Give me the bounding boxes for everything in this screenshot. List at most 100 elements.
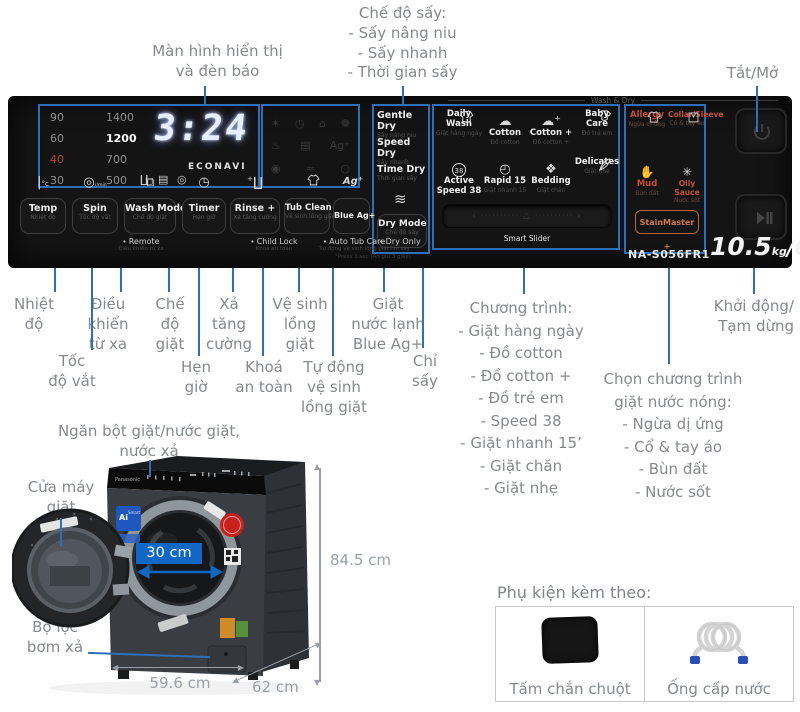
connector-line <box>198 268 200 356</box>
program-cotton-plus[interactable]: ☁⁺ Cotton +Đồ cotton + <box>529 114 573 146</box>
annotation-rinse: Xả tăng cường <box>206 295 252 353</box>
annotation-power: Tắt/Mở <box>726 64 779 82</box>
annotation-display: Màn hình hiển thị và đèn báo <box>152 42 283 80</box>
connector-line <box>262 268 264 356</box>
feather-icon <box>599 158 611 171</box>
rinse-plus-button[interactable]: Rinse +Xả tăng cường <box>230 198 280 234</box>
accessories-table: Tấm chắn chuột Ống cấp nước <box>495 606 794 702</box>
program-active-speed-38[interactable]: 38 Active Speed 38 <box>436 158 482 197</box>
blue-ag-button[interactable]: Blue Ag+ <box>333 198 375 234</box>
shirt-icon: ▤ <box>300 139 311 153</box>
accessory-label: Ống cấp nước <box>667 680 771 698</box>
clock-icon: ◷ <box>198 175 210 190</box>
model-number: NA-S056FR1 <box>628 248 710 261</box>
rinse-plus-icon: +∐ <box>247 175 263 191</box>
connector-line <box>523 268 525 294</box>
annotation-start-pause: Khởi động/ Tạm dừng <box>713 297 794 335</box>
tshirt-icon <box>459 110 474 123</box>
annotation-hot-wash: Chọn chương trình giặt nước nóng: - Ngừa… <box>603 370 743 501</box>
collar-icon <box>688 112 699 123</box>
layers-icon: ⧉ <box>145 175 155 190</box>
led-time: 3:24 <box>151 108 252 149</box>
power-icon <box>754 124 770 140</box>
connector-line <box>332 268 334 356</box>
connector-line <box>402 86 404 104</box>
connector-line <box>422 268 424 348</box>
temp-90: 90 <box>50 111 64 124</box>
spin-swirl-icon: ◎ <box>177 173 187 186</box>
splat-icon: ✳ <box>681 165 693 179</box>
speed-1400: 1400 <box>106 111 134 124</box>
annotation-timer: Hẹn giờ <box>180 358 211 396</box>
dot-icon: ○ <box>340 162 350 176</box>
speed-700: 700 <box>106 153 127 166</box>
ag-plus-icon: Ag⁺ <box>342 176 364 187</box>
thermometer-icon: |°c <box>37 175 49 190</box>
dim-arrow-up: ▲ <box>314 462 321 471</box>
speed-1200: 1200 <box>106 132 137 145</box>
connector-line <box>120 268 122 292</box>
annotation-detergent-drawer: Ngăn bột giặt/nước giặt, nước xả <box>57 422 241 460</box>
temp-60: 60 <box>50 132 64 145</box>
wifi-icon: ≈ <box>305 162 316 176</box>
smart-slider[interactable]: ‹ ·········· △ ·········· › <box>442 204 612 228</box>
accessory-label: Tấm chắn chuột <box>509 680 631 698</box>
wash-tub-icon: ∐ <box>140 173 149 186</box>
wash-dry-header: Wash & Dry <box>448 96 779 105</box>
baby-suit-icon <box>597 110 612 121</box>
connector-line <box>756 86 758 132</box>
width-dim-line: ◀▶ <box>112 663 244 672</box>
cool-wash-icon: ▤ <box>158 173 169 186</box>
temp-40: 40 <box>50 153 64 166</box>
start-pause-button[interactable] <box>735 194 787 240</box>
delay-icon: ◷ <box>294 116 305 130</box>
accessory-hose: Ống cấp nước <box>644 607 793 701</box>
hose-icon <box>690 621 748 664</box>
connector-line <box>91 268 93 350</box>
speed-500: 500 <box>106 174 127 187</box>
cotton-plus-icon: ☁⁺ <box>541 114 561 129</box>
height-dim-line <box>319 468 321 682</box>
connector-line <box>204 86 206 104</box>
connector-line <box>54 268 56 292</box>
connector-line <box>149 460 151 477</box>
ag-icon: Ag⁺ <box>329 139 350 153</box>
stopwatch-icon: ◴ <box>499 162 511 177</box>
annotation-programs: Chương trình: - Giặt hàng ngày - Đồ cott… <box>458 299 584 497</box>
control-panel: 90 60 40 30 1400 1200 700 500 3:24 ECONA… <box>8 96 800 268</box>
hand-icon: ✋ <box>639 165 655 179</box>
connector-line <box>298 268 300 292</box>
drum-width-label: 30 cm <box>136 543 202 564</box>
annotation-tub-clean: Vệ sinh lồng giặt <box>272 295 328 353</box>
stainmaster-button[interactable]: StainMaster + <box>635 210 699 251</box>
ai-badge: Ai <box>119 513 128 522</box>
annotation-spin: Tốc độ vắt <box>48 352 96 390</box>
display-region: 90 60 40 30 1400 1200 700 500 3:24 ECONA… <box>38 104 260 188</box>
power-button[interactable] <box>735 108 787 154</box>
indicator-grid: ✶◷⌂❁ ♨▤Ag⁺ ◉≈○ <box>261 104 360 188</box>
annotation-auto-tub-care: Tự động vệ sinh lồng giặt <box>301 358 367 416</box>
temp-30: 30 <box>50 174 64 187</box>
econavi-label: ECONAVI <box>188 162 247 172</box>
cotton-icon: ☁ <box>498 114 512 129</box>
capacity-label: 10.5kg/6 <box>710 232 800 261</box>
